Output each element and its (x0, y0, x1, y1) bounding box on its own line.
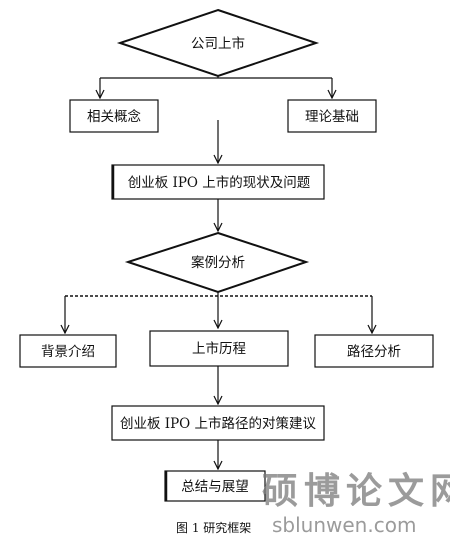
box-path-analysis-label: 路径分析 (347, 344, 401, 360)
watermark-text: 硕博论文网 (262, 470, 450, 512)
decision-case-analysis: 案例分析 (124, 231, 310, 294)
box-path-analysis: 路径分析 (314, 334, 434, 368)
box-background-label: 背景介绍 (41, 344, 95, 360)
figure-caption: 图 1 研究框架 (176, 520, 251, 535)
decision-company-listing-label: 公司上市 (191, 35, 245, 52)
branch-connector-middle (65, 292, 372, 333)
box-related-concepts-label: 相关概念 (87, 108, 141, 125)
decision-case-analysis-label: 案例分析 (191, 254, 245, 271)
box-current-status-label: 创业板 IPO 上市的现状及问题 (128, 174, 311, 191)
watermark: 硕博论文网 sblunwen.com (262, 470, 450, 537)
watermark-url: sblunwen.com (272, 513, 416, 537)
box-related-concepts: 相关概念 (69, 99, 159, 133)
box-theoretical-basis-label: 理论基础 (305, 108, 359, 125)
box-suggestions: 创业板 IPO 上市路径的对策建议 (111, 405, 325, 441)
box-suggestions-label: 创业板 IPO 上市路径的对策建议 (120, 415, 317, 432)
decision-company-listing: 公司上市 (116, 8, 320, 78)
box-listing-history: 上市历程 (149, 330, 289, 367)
box-summary-label: 总结与展望 (181, 479, 249, 495)
box-listing-history-label: 上市历程 (192, 340, 246, 357)
box-theoretical-basis: 理论基础 (287, 99, 377, 133)
box-current-status: 创业板 IPO 上市的现状及问题 (111, 164, 325, 200)
box-summary: 总结与展望 (164, 470, 266, 502)
box-background: 背景介绍 (19, 334, 117, 368)
branch-connector-top (100, 76, 332, 98)
